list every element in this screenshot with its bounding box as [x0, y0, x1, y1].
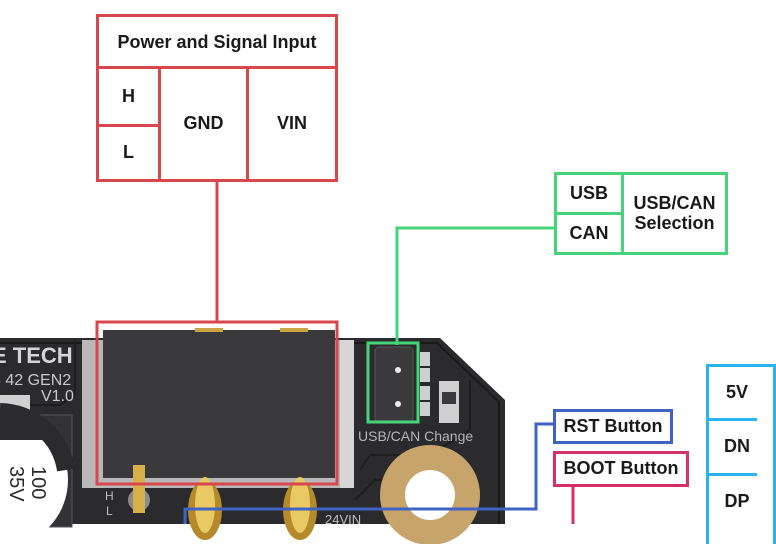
silk-vin: 24VIN — [325, 512, 361, 527]
silk-jumper-label: USB/CAN Change — [358, 428, 473, 444]
usb-can-label-line2: Selection — [634, 212, 715, 233]
option-usb: USB — [569, 182, 608, 203]
usb-can-callout-line — [395, 226, 556, 345]
usb-pin-5v: 5V — [725, 381, 749, 402]
usb-pin-box — [706, 364, 776, 544]
power-input-title: Power and Signal Input — [117, 32, 317, 53]
power-highlight-box — [95, 320, 339, 486]
terminal-block — [103, 330, 335, 478]
divider — [99, 66, 335, 69]
pin-h: H — [122, 85, 135, 106]
option-can: CAN — [569, 222, 609, 243]
rst-callout-line — [183, 422, 555, 524]
rst-button-label: RST Button — [553, 409, 673, 444]
silk-h: H — [105, 489, 114, 503]
silk-model: 3 42 GEN2 — [0, 372, 71, 389]
pin-l: L — [123, 142, 134, 163]
pcb-illustration: E TECH 3 42 GEN2 V1.0 USB/CAN Change H L… — [0, 180, 575, 544]
jumper-highlight-box — [366, 341, 420, 424]
usb-can-label-line1: USB/CAN — [633, 192, 716, 213]
divider — [554, 212, 622, 215]
silk-brand: E TECH — [0, 343, 73, 368]
usb-pin-dp: DP — [724, 491, 750, 512]
usb-pin-dn: DN — [724, 436, 750, 457]
pin-vin: VIN — [276, 113, 307, 134]
divider — [158, 66, 161, 182]
jumper-header — [374, 346, 414, 423]
divider — [621, 172, 624, 255]
silk-version: V1.0 — [41, 388, 74, 405]
divider — [99, 124, 159, 127]
boot-button-label: BOOT Button — [553, 451, 689, 487]
power-input-box — [96, 14, 338, 182]
silk-l: L — [106, 504, 113, 518]
divider — [709, 473, 757, 476]
capacitor-voltage: 35V — [5, 466, 27, 502]
divider — [246, 66, 249, 182]
pin-gnd: GND — [183, 113, 224, 134]
divider — [709, 418, 757, 421]
capacitor-value: 100 — [27, 466, 49, 499]
usb-can-selection-label: USB/CAN Selection — [624, 175, 725, 252]
